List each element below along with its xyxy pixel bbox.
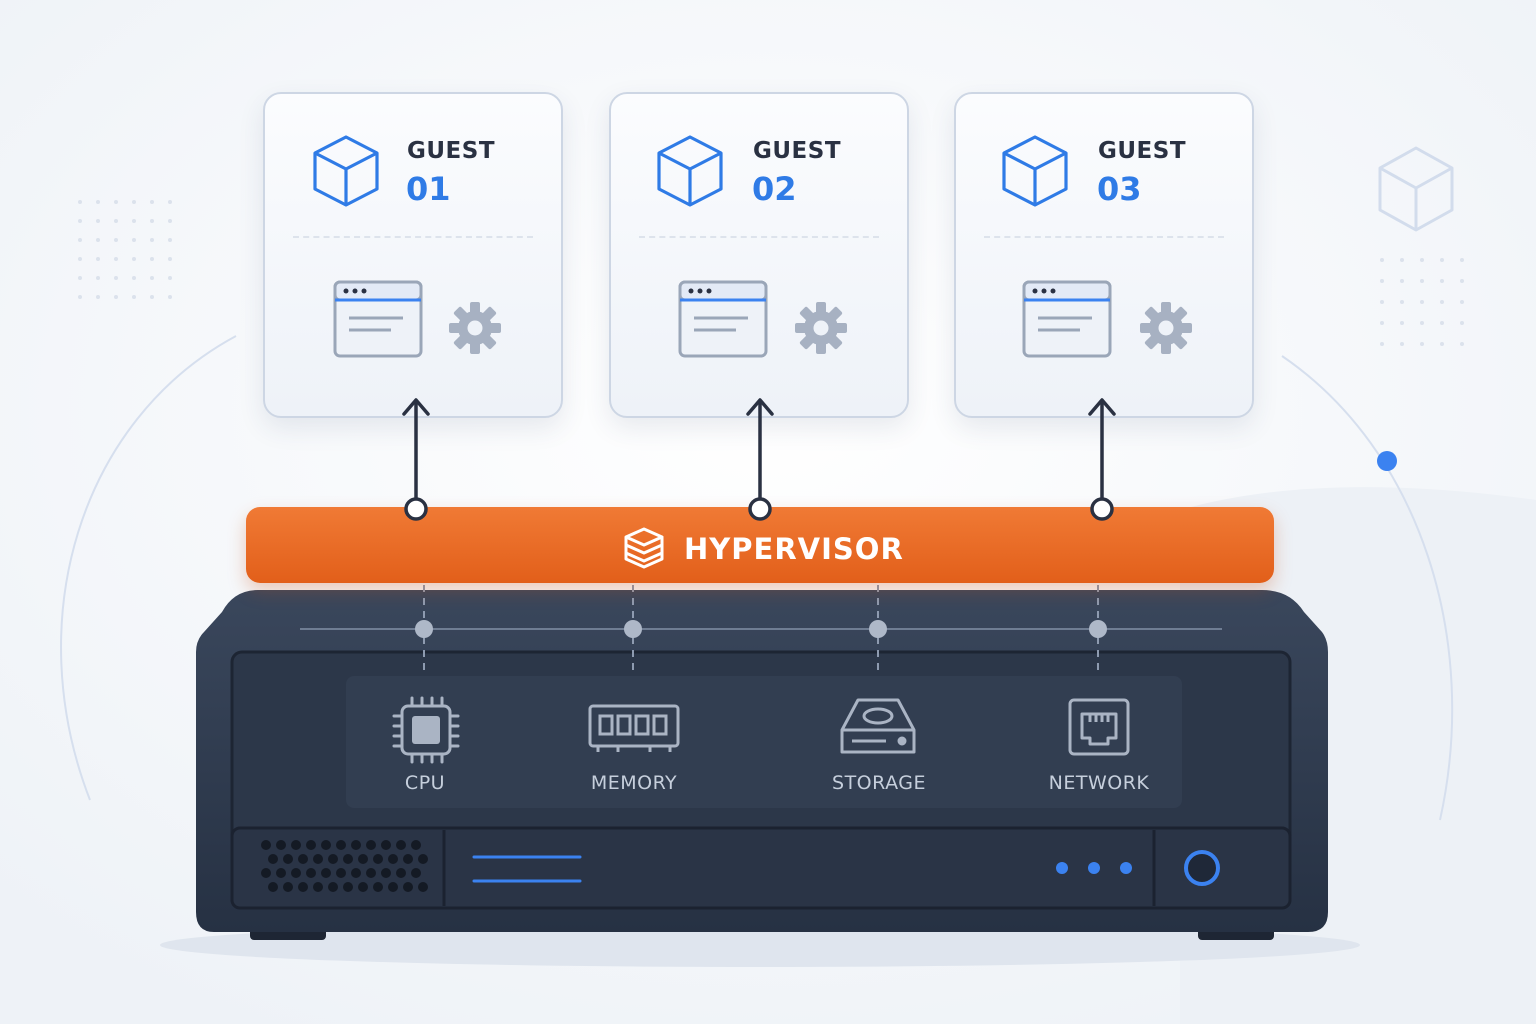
app-window-icon bbox=[1022, 280, 1112, 358]
hypervisor-label: HYPERVISOR bbox=[684, 532, 904, 566]
app-window-icon bbox=[333, 280, 423, 358]
guest-number: 01 bbox=[406, 170, 451, 208]
power-button[interactable] bbox=[1184, 850, 1220, 886]
status-led bbox=[1088, 862, 1100, 874]
guest-label: GUEST bbox=[1098, 138, 1187, 164]
memory-icon bbox=[588, 704, 680, 752]
guest-number: 03 bbox=[1097, 170, 1142, 208]
cpu-icon bbox=[392, 696, 460, 764]
gear-icon bbox=[795, 302, 847, 354]
guest-card-03[interactable]: GUEST 03 bbox=[954, 92, 1254, 418]
gear-icon bbox=[1140, 302, 1192, 354]
guest-card-02[interactable]: GUEST 02 bbox=[609, 92, 909, 418]
connector-node bbox=[1089, 620, 1107, 638]
cube-icon bbox=[657, 135, 723, 207]
resource-label-network: NETWORK bbox=[1048, 772, 1150, 794]
faint-cube-icon bbox=[1378, 146, 1454, 232]
guest-label: GUEST bbox=[407, 138, 496, 164]
storage-icon bbox=[840, 698, 916, 754]
connector-node bbox=[415, 620, 433, 638]
resource-label-storage: STORAGE bbox=[832, 772, 926, 794]
divider bbox=[984, 236, 1224, 238]
cube-icon bbox=[1002, 135, 1068, 207]
guest-card-01[interactable]: GUEST 01 bbox=[263, 92, 563, 418]
gear-icon bbox=[449, 302, 501, 354]
orbit-dot bbox=[1377, 451, 1397, 471]
divider bbox=[639, 236, 879, 238]
cube-icon bbox=[313, 135, 379, 207]
connector-node bbox=[869, 620, 887, 638]
layers-icon bbox=[624, 527, 664, 569]
guest-label: GUEST bbox=[753, 138, 842, 164]
guest-number: 02 bbox=[752, 170, 797, 208]
status-led bbox=[1120, 862, 1132, 874]
network-icon bbox=[1068, 698, 1130, 756]
resource-label-cpu: CPU bbox=[404, 772, 446, 794]
connector-node bbox=[624, 620, 642, 638]
divider bbox=[293, 236, 533, 238]
resource-label-memory: MEMORY bbox=[590, 772, 678, 794]
app-window-icon bbox=[678, 280, 768, 358]
vent-grille bbox=[261, 840, 428, 892]
status-led bbox=[1056, 862, 1068, 874]
